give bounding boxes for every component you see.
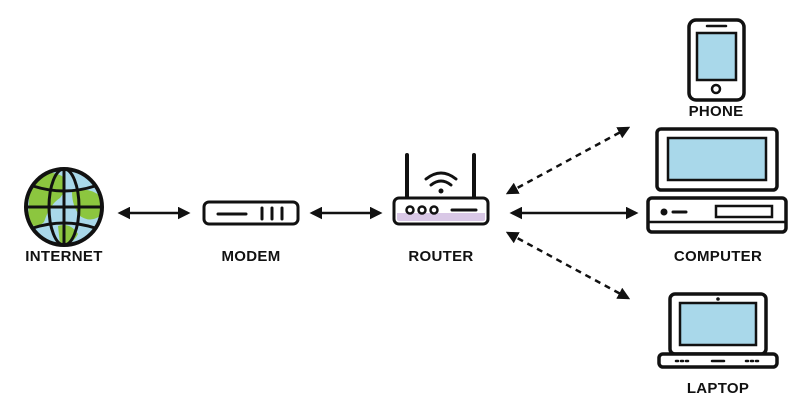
globe-icon bbox=[24, 167, 104, 247]
router-icon bbox=[392, 153, 490, 226]
connections bbox=[117, 126, 639, 300]
phone-label: PHONE bbox=[688, 103, 744, 120]
laptop-label: LAPTOP bbox=[686, 380, 750, 397]
laptop-icon bbox=[657, 292, 779, 369]
modem-label: MODEM bbox=[221, 248, 281, 265]
wifi-signal-icon bbox=[424, 171, 458, 194]
desktop-computer-icon bbox=[646, 127, 788, 234]
internet-label: INTERNET bbox=[25, 248, 103, 265]
modem-icon bbox=[202, 200, 300, 226]
connection-router-phone bbox=[505, 126, 631, 195]
connection-router-laptop bbox=[505, 231, 631, 300]
computer-label: COMPUTER bbox=[673, 248, 763, 265]
router-label: ROUTER bbox=[408, 248, 474, 265]
phone-icon bbox=[687, 18, 746, 102]
